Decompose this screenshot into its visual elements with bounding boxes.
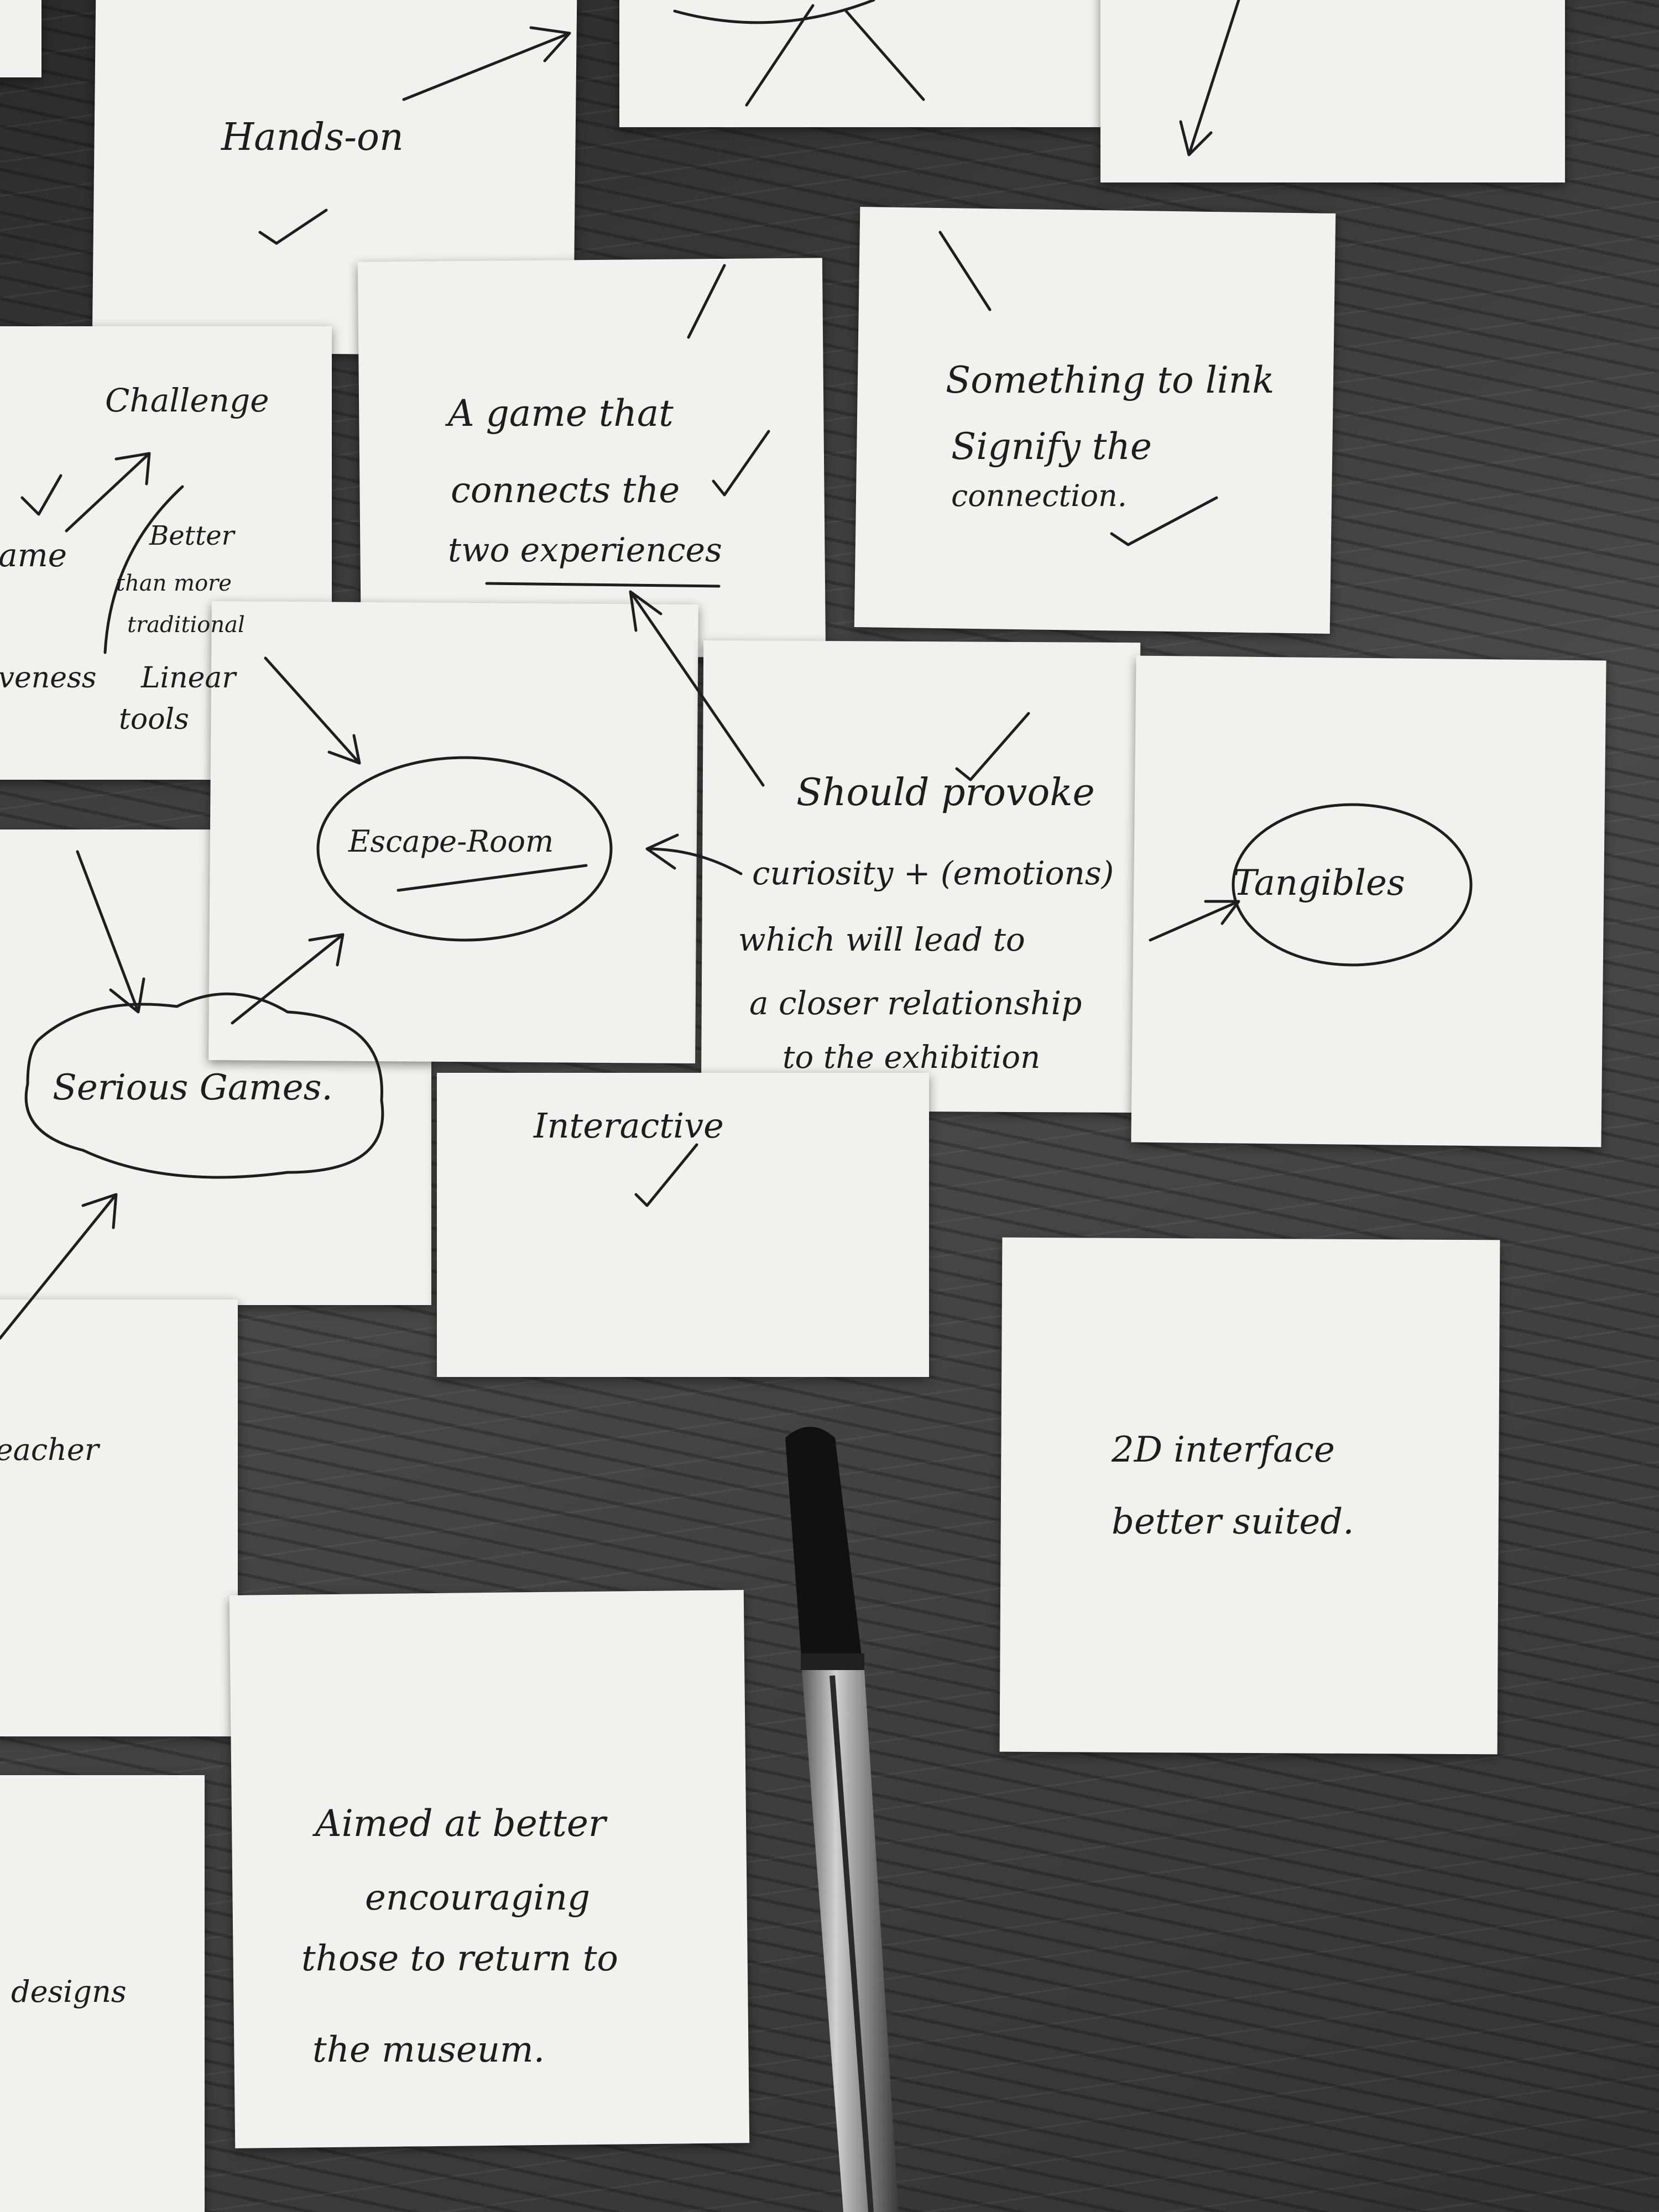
arrow-down-icon	[76, 850, 145, 1014]
note-text-interactive: Interactive	[534, 1105, 724, 1146]
note-text-aimed-line1: Aimed at better	[315, 1802, 606, 1845]
note-text-challenge-iveness: iveness	[0, 661, 97, 695]
note-text-provoke-line3: which will lead to	[738, 921, 1025, 958]
sticky-note-topleft-edge	[0, 0, 41, 77]
sketch-leg-left	[745, 4, 815, 107]
sketch-leg-right	[844, 9, 925, 101]
arrow-up-right-icon	[0, 1193, 118, 1340]
cloud-serious-games	[24, 992, 384, 1179]
check-icon	[712, 430, 770, 497]
check-icon	[634, 1143, 698, 1207]
arrow-up-right-icon	[231, 933, 345, 1025]
note-text-aimed-line4: the museum.	[312, 2030, 545, 2070]
check-icon	[258, 208, 328, 245]
note-text-game-line1: A game that	[448, 392, 674, 435]
tick-mark	[938, 231, 992, 311]
check-icon	[20, 474, 62, 516]
note-text-link-line3: connection.	[951, 478, 1127, 513]
note-text-challenge-traditional: traditional	[127, 612, 245, 638]
note-text-escape-room: Escape-Room	[348, 824, 554, 859]
sticky-note-teacher	[0, 1300, 238, 1736]
note-text-challenge-linear: Linear	[141, 661, 236, 695]
circle-escape-room	[316, 756, 613, 942]
note-text-challenge-game: game	[0, 536, 67, 574]
note-text-provoke-line5: to the exhibition	[782, 1040, 1041, 1076]
note-text-game-line3: two experiences	[448, 531, 722, 570]
note-text-link-line1: Something to link	[946, 359, 1275, 401]
note-text-provoke-line1: Should provoke	[796, 771, 1095, 815]
arrow-up-right-icon	[65, 452, 151, 533]
note-text-tangibles: Tangibles	[1233, 863, 1405, 904]
note-text-provoke-line2: curiosity + (emotions)	[752, 854, 1114, 892]
check-icon	[1110, 496, 1218, 546]
note-text-2d-line1: 2D interface	[1112, 1430, 1335, 1470]
arrow-up-icon	[629, 590, 765, 787]
arrow-left-icon	[645, 833, 743, 875]
note-text-provoke-line4: a closer relationship	[749, 984, 1082, 1022]
note-text-game-line2: connects the	[451, 470, 680, 511]
check-icon	[955, 712, 1030, 781]
note-text-link-line2: Signify the	[951, 425, 1152, 468]
note-text-serious-games: Serious Games.	[53, 1067, 333, 1108]
note-text-challenge-than: than more	[116, 571, 232, 596]
sticky-note-top-sketch	[619, 0, 1100, 127]
underline	[485, 582, 721, 588]
bracket-curve	[103, 485, 184, 654]
note-text-challenge-title: Challenge	[105, 382, 269, 419]
note-text-challenge-tools: tools	[119, 703, 189, 736]
note-text-teacher: teacher	[0, 1432, 99, 1467]
note-text-2d-line2: better suited.	[1112, 1501, 1354, 1542]
note-text-challenge-better: Better	[149, 520, 234, 551]
note-text-designs: designs	[11, 1974, 127, 2009]
tick-mark	[687, 264, 726, 339]
arrow-down-icon	[1179, 0, 1240, 156]
sticky-note-interactive	[437, 1073, 929, 1377]
note-text-aimed-line2: encouraging	[365, 1877, 591, 1918]
underline	[397, 864, 588, 892]
note-text-hands-on: Hands-on	[221, 116, 404, 159]
arrow-up-right-icon	[402, 26, 571, 101]
sticky-note-designs	[0, 1775, 205, 2212]
circle-tangibles	[1232, 803, 1473, 967]
sticky-note-top-right	[1100, 0, 1565, 182]
arrow-down-right-icon	[264, 656, 361, 765]
sketch-curve	[673, 0, 875, 24]
note-text-aimed-line3: those to return to	[301, 1938, 618, 1979]
